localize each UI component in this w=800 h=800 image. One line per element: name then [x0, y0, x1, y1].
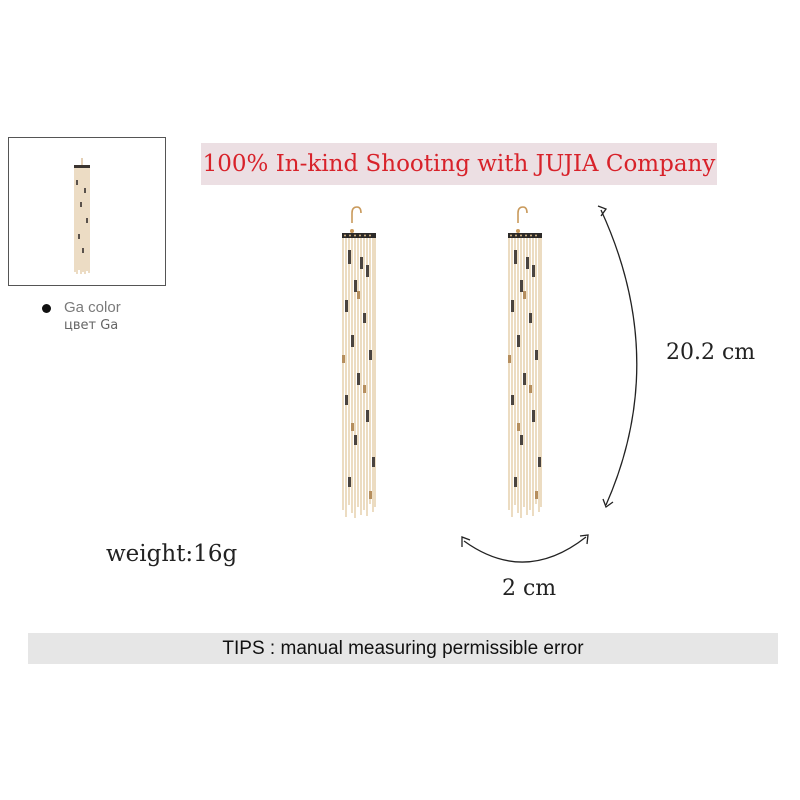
tips-text: TIPS : manual measuring permissible erro… [222, 637, 584, 659]
product-thumbnail[interactable] [8, 137, 166, 286]
color-swatch-dot[interactable] [42, 304, 51, 313]
earring-thumbnail-icon [74, 158, 90, 274]
width-dimension-label: 2 cm [502, 576, 557, 601]
promo-banner: 100% In-kind Shooting with JUJIA Company [201, 143, 717, 185]
color-option-label[interactable]: Ga color [64, 299, 121, 316]
promo-banner-text: 100% In-kind Shooting with JUJIA Company [202, 151, 716, 177]
weight-label: weight:16g [106, 541, 238, 567]
tips-bar: TIPS : manual measuring permissible erro… [28, 633, 778, 664]
length-dimension-label: 20.2 cm [666, 340, 756, 365]
color-option-label-ru: цвет Ga [64, 318, 119, 333]
